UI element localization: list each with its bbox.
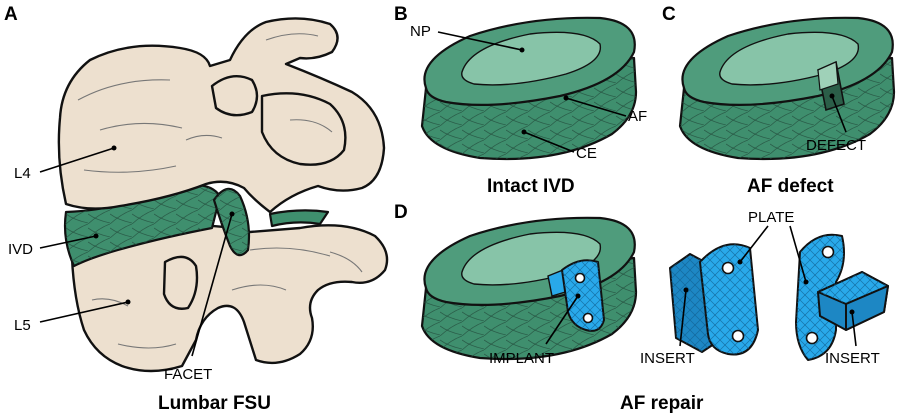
plate-pointer-right-dot xyxy=(803,279,809,285)
l4-label: L4 xyxy=(14,165,31,182)
defect-disc xyxy=(678,16,896,161)
ivd-disc xyxy=(63,184,330,268)
panel-d-letter: D xyxy=(394,202,408,223)
repaired-disc xyxy=(420,216,638,361)
af-label: AF xyxy=(628,108,647,125)
l5-vertebra xyxy=(70,223,389,373)
plate-label: PLATE xyxy=(748,209,794,226)
defect-label: DEFECT xyxy=(806,137,866,154)
panel-b-letter: B xyxy=(394,4,408,25)
implant-in-disc xyxy=(561,259,605,332)
panel-c-caption: AF defect xyxy=(747,176,834,197)
panel-d-caption: AF repair xyxy=(620,393,704,414)
ivd-pointer-dot xyxy=(93,233,99,239)
facet-label: FACET xyxy=(164,366,212,383)
np-pointer xyxy=(437,31,523,51)
np-label: NP xyxy=(410,23,431,40)
intact-disc xyxy=(420,16,638,161)
panel-a-letter: A xyxy=(4,4,18,25)
l5-label: L5 xyxy=(14,317,31,334)
implant-back-view xyxy=(795,233,889,361)
implant-pointer-dot xyxy=(575,293,581,299)
plate-pointer-left xyxy=(739,225,769,263)
ivd-label: IVD xyxy=(8,241,33,258)
ce-label: CE xyxy=(576,145,597,162)
panel-c: C DEFECT AF defect xyxy=(662,4,896,197)
l4-vertebra xyxy=(57,17,386,214)
defect-pointer-dot xyxy=(829,93,835,99)
ivd-pointer xyxy=(39,235,97,249)
insert-left-pointer xyxy=(679,289,687,347)
panel-d: D IMPLANT xyxy=(394,202,889,414)
l5-pointer xyxy=(39,301,129,323)
facet-joint xyxy=(212,187,251,257)
implant-front-view xyxy=(669,243,759,356)
l5-pointer-dot xyxy=(125,299,131,305)
af-pointer xyxy=(565,97,627,117)
implant-label: IMPLANT xyxy=(489,350,554,367)
np-pointer-dot xyxy=(519,47,525,53)
implant-pointer xyxy=(545,295,579,345)
panel-a: A xyxy=(4,4,389,414)
plate-pointer-left-dot xyxy=(737,259,743,265)
defect-pointer xyxy=(831,95,847,133)
insert-right-pointer-dot xyxy=(849,309,855,315)
insert-right-label: INSERT xyxy=(825,350,880,367)
insert-left-pointer-dot xyxy=(683,287,689,293)
panel-b: B NP AF CE Intact IVD xyxy=(394,4,647,197)
l4-pointer-dot xyxy=(111,145,117,151)
ce-pointer-dot xyxy=(521,129,527,135)
panel-c-letter: C xyxy=(662,4,676,25)
insert-left-label: INSERT xyxy=(640,350,695,367)
l4-pointer xyxy=(39,147,115,173)
facet-pointer xyxy=(191,213,233,357)
facet-pointer-dot xyxy=(229,211,235,217)
plate-pointer-right xyxy=(789,225,807,283)
af-pointer-dot xyxy=(563,95,569,101)
panel-a-caption: Lumbar FSU xyxy=(158,393,271,414)
insert-right-pointer xyxy=(851,311,857,347)
panel-b-caption: Intact IVD xyxy=(487,176,575,197)
ce-pointer xyxy=(523,131,575,153)
